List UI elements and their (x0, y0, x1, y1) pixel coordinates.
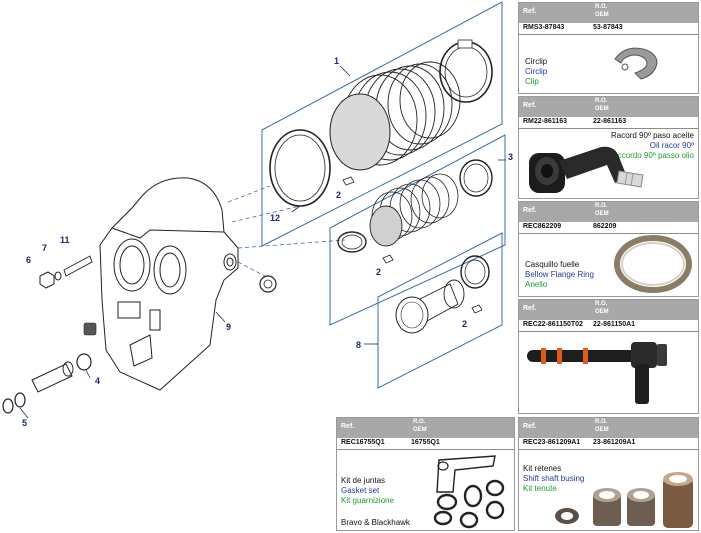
bellows-assembly-1 (269, 39, 493, 207)
desc-it: Kit tenute (523, 484, 557, 493)
oem-label: OEM (595, 211, 609, 217)
ro-label: R.O. (595, 98, 608, 104)
flange-ring-image (614, 235, 692, 293)
ro-label: R.O. (413, 419, 426, 425)
oem-code: 862209 (593, 223, 617, 230)
ref-label: Ref. (523, 8, 537, 15)
sleeve-assembly-8 (395, 255, 490, 334)
ref-label: Ref. (341, 423, 355, 430)
oem-label: OEM (413, 427, 427, 433)
ref-code: REC23-861209A1 (523, 439, 581, 446)
group-frame-3 (329, 134, 506, 326)
card-header: Ref. R.O. OEM (337, 418, 514, 438)
ro-label: R.O. (595, 4, 608, 10)
desc-en: Shift shaft busing (523, 474, 585, 483)
callout-12: 12 (270, 213, 280, 223)
oem-label: OEM (595, 309, 609, 315)
callout-7: 7 (42, 243, 47, 253)
oem-code: 53-87843 (593, 24, 623, 31)
card-codes: RMS3-87843 53-87843 (519, 23, 698, 35)
desc-en: Oil racor 90º (649, 141, 694, 150)
desc-en: Circlip (525, 67, 548, 76)
ro-label: R.O. (595, 419, 608, 425)
card-header: Ref. R.O. OEM (519, 418, 698, 438)
card-description: Kit de juntas Gasket set Kit guarnizione (341, 476, 394, 506)
small-parts (2, 255, 277, 414)
oem-code: 16755Q1 (411, 439, 440, 446)
group-frame-1 (261, 1, 503, 247)
ro-label: R.O. (595, 301, 608, 307)
desc-en: Gasket set (341, 486, 380, 495)
ref-code: RM22-861163 (523, 118, 567, 125)
card-note: Bravo & Blackhawk (341, 518, 410, 527)
callout-4: 4 (95, 376, 100, 386)
callout-5: 5 (22, 418, 27, 428)
desc-es: Racord 90º paso aceite (611, 131, 694, 140)
card-header: Ref. R.O. OEM (519, 202, 698, 222)
desc-en: Bellow Flange Ring (525, 270, 594, 279)
bellows-assembly-3 (337, 159, 493, 264)
card-description: Kit retenes Shift shaft busing Kit tenut… (523, 464, 584, 494)
ref-label: Ref. (523, 423, 537, 430)
oem-code: 22-861150A1 (593, 321, 636, 328)
callout-3: 3 (508, 152, 513, 162)
bushing-kit-image (555, 472, 693, 528)
ref-label: Ref. (523, 207, 537, 214)
circlip-image (614, 47, 658, 80)
oem-label: OEM (595, 427, 609, 433)
card-header: Ref. R.O. OEM (519, 97, 698, 117)
ref-label: Ref. (523, 305, 537, 312)
part-card-shift-shaft-kit: Ref. R.O. OEM REC23-861209A1 23-861209A1… (518, 417, 699, 531)
card-description: Racord 90º paso aceite Oil racor 90º Rac… (584, 131, 694, 161)
callout-6: 6 (26, 255, 31, 265)
desc-es: Kit de juntas (341, 476, 386, 485)
callout-8: 8 (356, 340, 361, 350)
ref-code: REC22-861150T02 (523, 321, 583, 328)
card-codes: RM22-861163 22-861163 (519, 117, 698, 129)
oil-racor-image (529, 146, 644, 193)
part-card-bellow-flange-ring: Ref. R.O. OEM REC862209 862209 Casquillo… (518, 201, 699, 297)
card-codes: REC862209 862209 (519, 222, 698, 234)
card-codes: REC22-861150T02 22-861150A1 (519, 320, 698, 332)
card-codes: REC16755Q1 16755Q1 (337, 438, 514, 450)
card-header: Ref. R.O. OEM (519, 300, 698, 320)
oil-line-image (527, 342, 667, 404)
oem-code: 22-861163 (593, 118, 627, 125)
callout-2b: 2 (376, 267, 381, 277)
part-card-circlip: Ref. R.O. OEM RMS3-87843 53-87843 Circli… (518, 2, 699, 94)
callout-11: 11 (60, 235, 70, 245)
desc-it: Clip (525, 77, 539, 86)
callout-2c: 2 (462, 319, 467, 329)
part-card-oil-racor: Ref. R.O. OEM RM22-861163 22-861163 Raco… (518, 96, 699, 199)
desc-es: Casquillo fuelle (525, 260, 580, 269)
gimbal-housing (99, 177, 239, 391)
card-codes: REC23-861209A1 23-861209A1 (519, 438, 698, 450)
desc-it: Raccordo 90º passo olio (607, 151, 694, 160)
card-description: Casquillo fuelle Bellow Flange Ring Anel… (525, 260, 594, 290)
callout-2a: 2 (336, 190, 341, 200)
card-description: Circlip Circlip Clip (525, 57, 547, 87)
desc-it: Kit guarnizione (341, 496, 394, 505)
gasket-set-image (433, 455, 505, 529)
desc-it: Anello (525, 280, 548, 289)
card-header: Ref. R.O. OEM (519, 3, 698, 23)
desc-es: Circlip (525, 57, 548, 66)
part-card-gasket-set: Ref. R.O. OEM REC16755Q1 16755Q1 Kit de … (336, 417, 515, 531)
desc-es: Kit retenes (523, 464, 562, 473)
ro-label: R.O. (595, 203, 608, 209)
callout-1: 1 (334, 56, 339, 66)
ref-code: REC862209 (523, 223, 562, 230)
callout-9: 9 (226, 322, 231, 332)
ref-code: RMS3-87843 (523, 24, 565, 31)
oem-code: 23-861209A1 (593, 439, 636, 446)
group-frame-8 (377, 232, 503, 389)
part-card-oil-line: Ref. R.O. OEM REC22-861150T02 22-861150A… (518, 299, 699, 414)
ref-label: Ref. (523, 102, 537, 109)
oem-label: OEM (595, 12, 609, 18)
oem-label: OEM (595, 106, 609, 112)
ref-code: REC16755Q1 (341, 439, 385, 446)
